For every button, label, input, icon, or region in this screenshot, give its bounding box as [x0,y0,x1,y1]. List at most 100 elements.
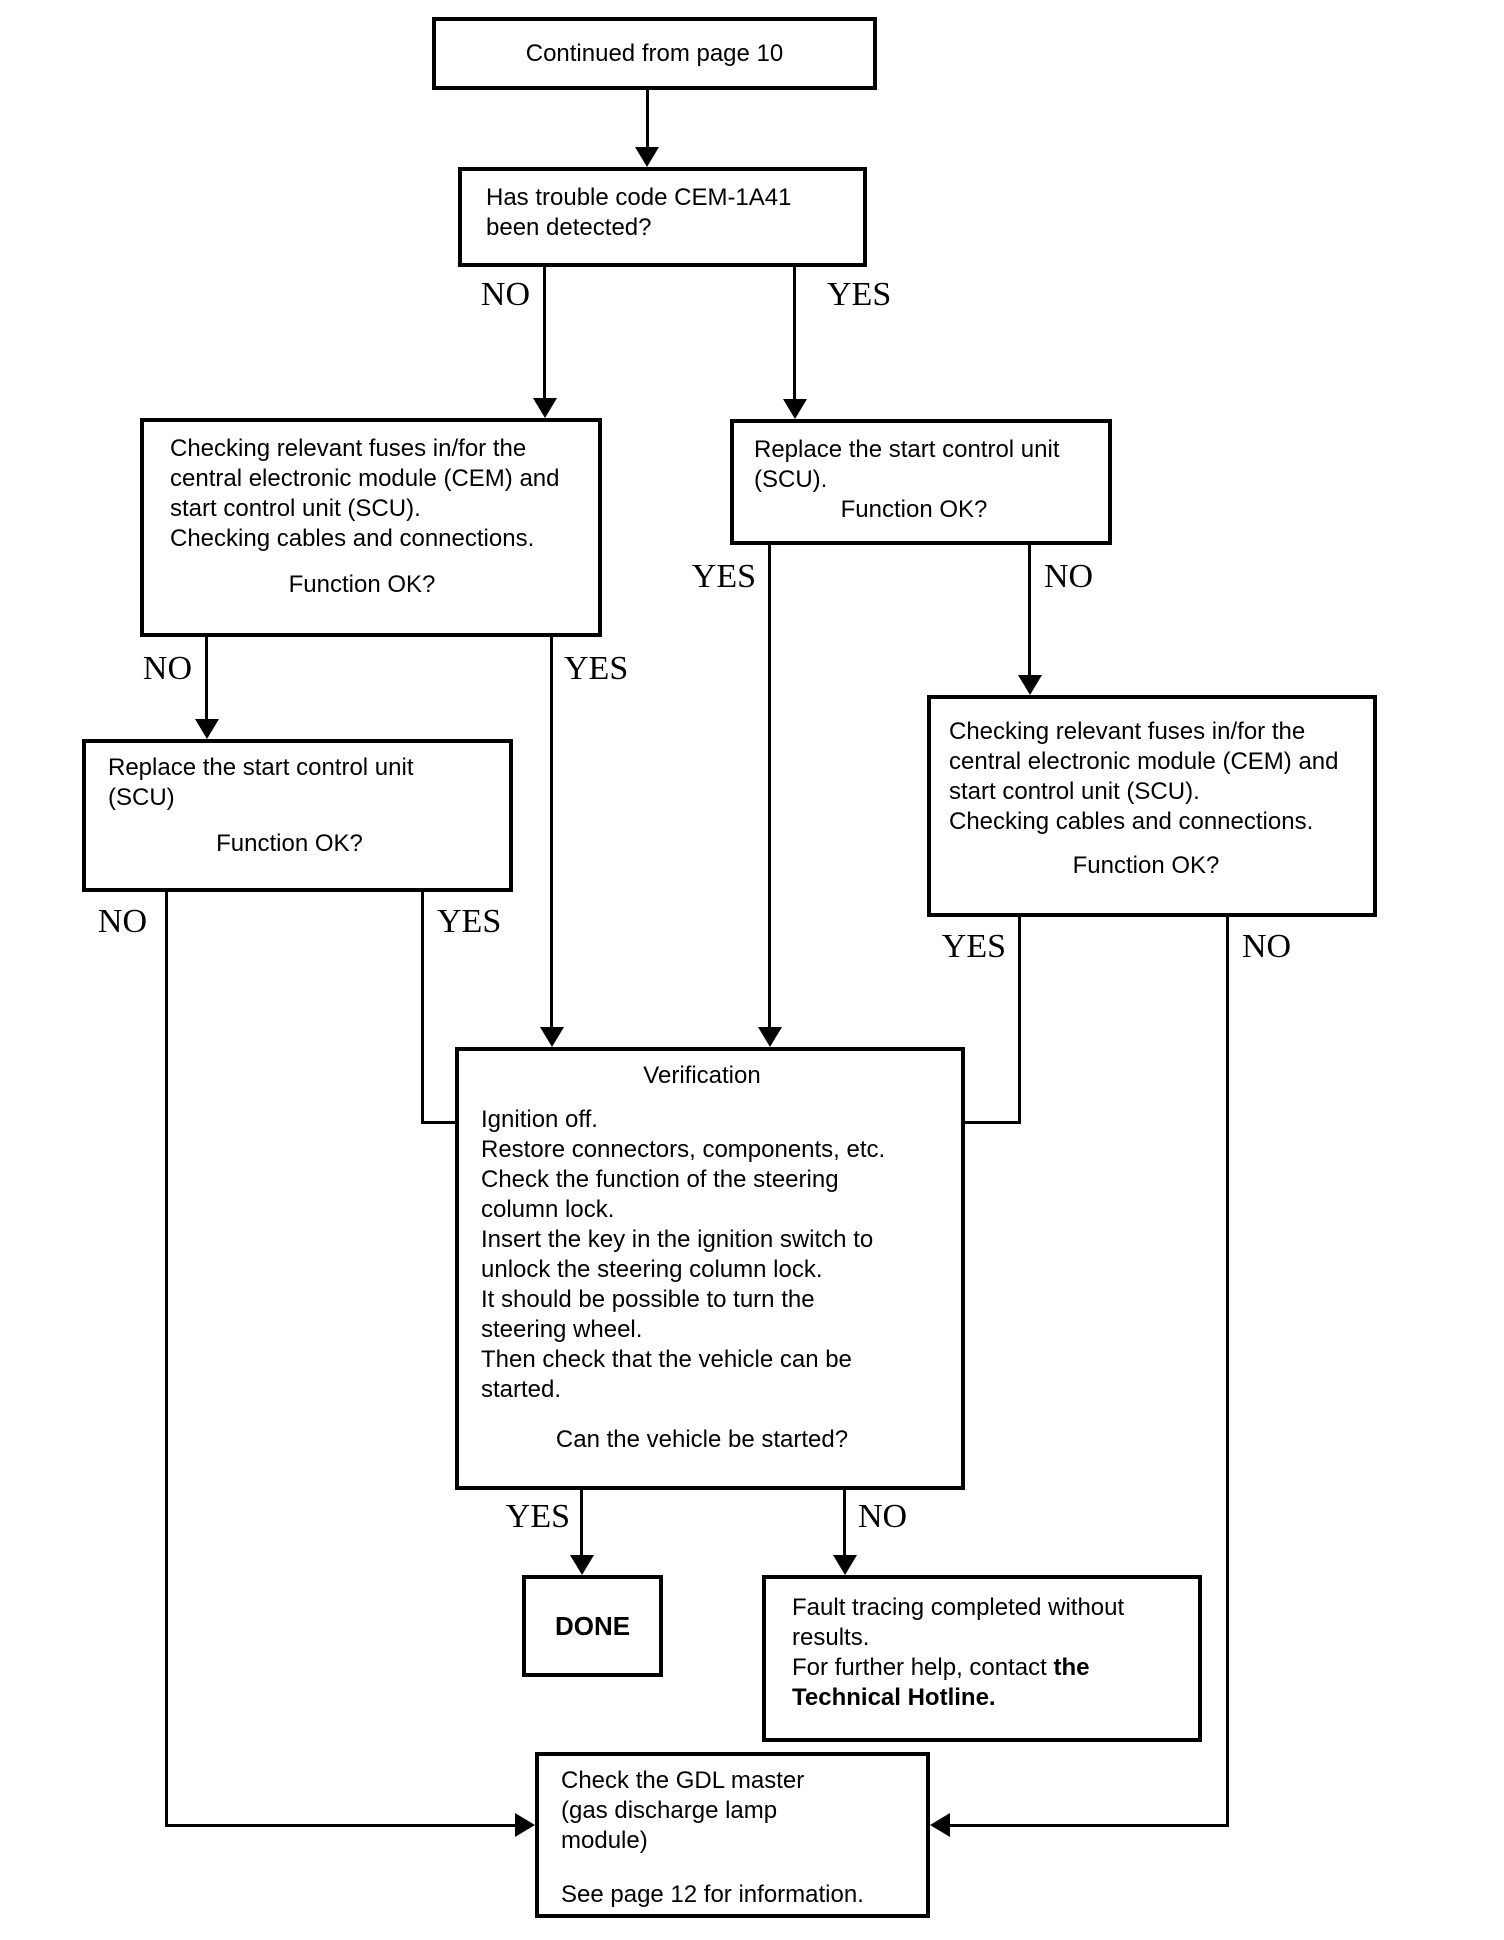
node-verification-lines: Ignition off. Restore connectors, compone… [481,1105,953,1405]
text-line: (SCU). [754,466,828,493]
node-replace-scu-left-lines: Replace the start control unit (SCU) [108,753,501,813]
text-line: results. [792,1624,870,1651]
text-line: It should be possible to turn the [481,1286,815,1313]
node-verification-title: Verification [643,1062,761,1089]
text-segment: the [1053,1654,1090,1681]
arrowhead-continued-to-trouble [635,147,659,167]
connector-trouble-yes [793,267,796,400]
node-done-text: DONE [554,1611,631,1641]
text-line: Checking cables and connections. [949,808,1314,835]
node-check-fuses-left-lines: Checking relevant fuses in/for the centra… [170,434,590,554]
node-replace-scu-left-question: Function OK? [216,830,363,857]
node-continued-from-page: Continued from page 10 [432,17,877,90]
connector-replaceleft-no-horizontal [165,1824,515,1827]
text-segment: Technical Hotline. [792,1684,996,1711]
text-line: Checking relevant fuses in/for the [170,435,527,462]
connector-verification-no [843,1490,846,1556]
text-line: Technical Hotline. [792,1683,1190,1713]
text-line: module) [561,1827,648,1854]
connector-replaceright-no [1028,545,1031,676]
arrowhead-trouble-no [533,398,557,418]
node-check-fuses-left: Checking relevant fuses in/for the centra… [140,418,602,637]
connector-replaceright-yes [768,545,771,1028]
label-checkright-yes: YES [941,928,1006,965]
label-verification-yes: YES [505,1498,570,1535]
connector-checkleft-no [205,637,208,720]
label-checkleft-yes: YES [564,650,629,687]
text-line: central electronic module (CEM) and [949,748,1339,775]
text-line: Restore connectors, components, etc. [481,1136,886,1163]
text-line: been detected? [486,214,652,241]
node-replace-scu-right-question: Function OK? [840,496,988,523]
text-line: steering wheel. [481,1316,643,1343]
connector-replaceleft-yes-horizontal [421,1121,459,1124]
node-verification-question: Can the vehicle be started? [555,1426,849,1453]
connector-replaceleft-no-vertical [165,892,168,1827]
arrowhead-verification-no [833,1555,857,1575]
connector-replaceleft-yes-vertical [421,892,424,1124]
arrowhead-replaceright-no [1018,675,1042,695]
node-replace-scu-left: Replace the start control unit (SCU) Func… [82,739,513,892]
text-line: Check the function of the steering [481,1166,839,1193]
node-check-fuses-right-lines: Checking relevant fuses in/for the centra… [949,717,1365,837]
label-trouble-no: NO [480,276,530,313]
text-line: started. [481,1376,562,1403]
arrowhead-replaceleft-no [515,1813,535,1837]
text-line: start control unit (SCU). [170,495,421,522]
text-line: Checking cables and connections. [170,525,535,552]
text-line: (gas discharge lamp [561,1797,778,1824]
arrowhead-checkleft-no [195,719,219,739]
arrowhead-checkright-no [930,1813,950,1837]
connector-checkright-no-horizontal [948,1824,1229,1827]
node-gdl-master-footer: See page 12 for information. [561,1881,864,1908]
label-replaceright-no: NO [1044,558,1094,595]
node-replace-scu-right-lines: Replace the start control unit (SCU). [754,435,1100,495]
text-line: start control unit (SCU). [949,778,1200,805]
text-line: Then check that the vehicle can be [481,1346,852,1373]
label-trouble-yes: YES [827,276,892,313]
node-continued-from-page-text: Continued from page 10 [525,39,784,67]
text-line: Insert the key in the ignition switch to [481,1226,874,1253]
text-line: unlock the steering column lock. [481,1256,823,1283]
arrowhead-trouble-yes [783,399,807,419]
text-line: Check the GDL master [561,1767,805,1794]
node-check-fuses-right-question: Function OK? [1072,852,1220,879]
connector-trouble-no [543,267,546,399]
text-line: For further help, contact the [792,1653,1190,1683]
label-replaceleft-yes: YES [437,903,502,940]
connector-checkright-no-vertical [1226,917,1229,1827]
text-line: Fault tracing completed without [792,1594,1125,1621]
text-line: central electronic module (CEM) and [170,465,560,492]
text-line: Replace the start control unit [108,754,414,781]
connector-checkright-yes-vertical [1018,917,1021,1124]
node-done: DONE [522,1575,663,1677]
connector-verification-yes [580,1490,583,1556]
node-replace-scu-right: Replace the start control unit (SCU). Fun… [730,419,1112,545]
node-gdl-master-lines: Check the GDL master (gas discharge lamp m… [561,1766,918,1856]
label-verification-no: NO [858,1498,908,1535]
text-line: Replace the start control unit [754,436,1060,463]
arrowhead-checkleft-yes [540,1027,564,1047]
text-line: Checking relevant fuses in/for the [949,718,1306,745]
arrowhead-verification-yes [570,1555,594,1575]
label-replaceright-yes: YES [691,558,756,595]
text-segment: For further help, contact [792,1654,1054,1681]
text-line: column lock. [481,1196,615,1223]
label-checkright-no: NO [1242,928,1292,965]
text-line: Ignition off. [481,1106,598,1133]
node-trouble-code-lines: Has trouble code CEM-1A41 been detected? [486,183,855,243]
node-check-fuses-left-question: Function OK? [288,571,436,598]
connector-checkleft-yes [550,637,553,1028]
node-gdl-master: Check the GDL master (gas discharge lamp m… [535,1752,930,1918]
node-verification: Verification Ignition off. Restore connec… [455,1047,965,1490]
node-check-fuses-right: Checking relevant fuses in/for the centra… [927,695,1377,917]
connector-checkright-yes-horizontal [961,1121,1021,1124]
label-replaceleft-no: NO [97,903,147,940]
label-checkleft-no: NO [142,650,192,687]
text-line: Has trouble code CEM-1A41 [486,184,792,211]
node-trouble-code-question: Has trouble code CEM-1A41 been detected? [458,167,867,267]
text-line: (SCU) [108,784,175,811]
